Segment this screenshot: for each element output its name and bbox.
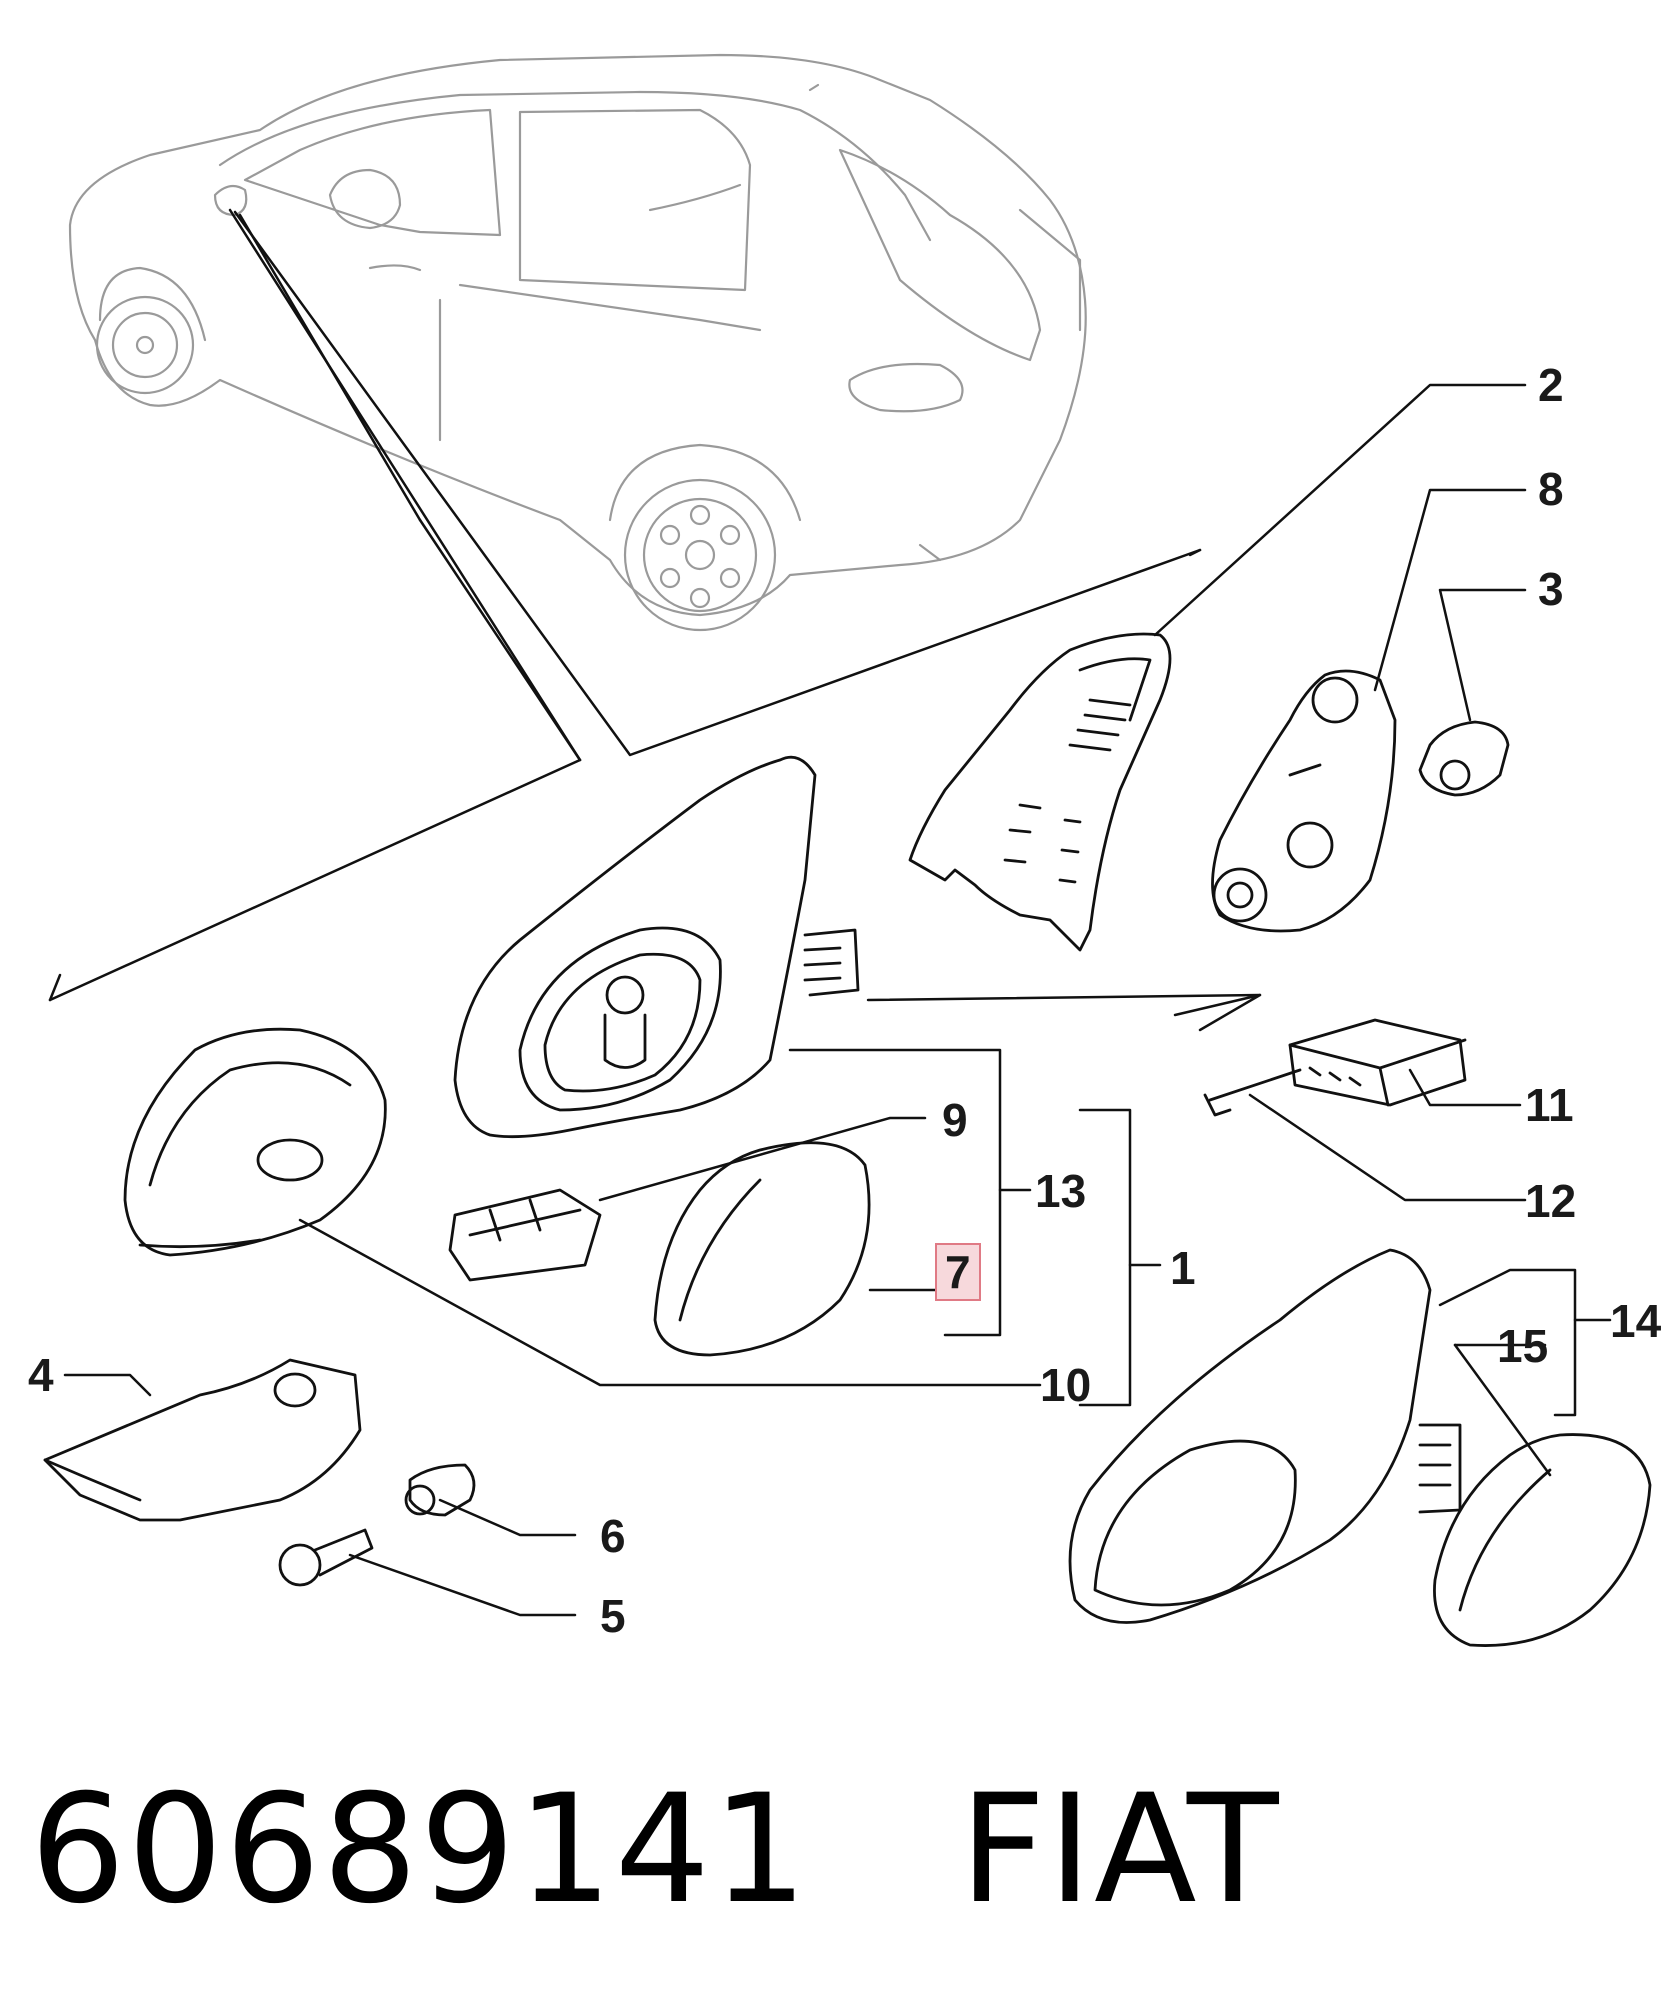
part-12-terminal	[1203, 1068, 1302, 1117]
callout-12: 12	[1525, 1175, 1577, 1227]
callout-10: 10	[1040, 1359, 1092, 1411]
footer: 60689141 FIAT	[30, 1765, 1650, 1935]
callout-8: 8	[1538, 463, 1564, 515]
part-9-connector	[448, 1188, 602, 1282]
part-11-plug	[1288, 1018, 1467, 1107]
part-number: 60689141	[30, 1763, 810, 1937]
leader-lines	[48, 208, 1612, 1617]
mirror-housing	[453, 755, 860, 1139]
part-8-actuator	[1211, 669, 1397, 933]
exploded-parts-diagram	[43, 53, 1652, 1647]
callout-5: 5	[600, 1590, 626, 1642]
callout-2: 2	[1538, 359, 1564, 411]
part-2-cover	[908, 632, 1172, 952]
part-3-sleeve	[1418, 720, 1510, 797]
callout-11: 11	[1525, 1079, 1574, 1131]
car-illustration	[68, 53, 1087, 632]
part-7-mirror-glass	[653, 1141, 871, 1357]
callout-6: 6	[600, 1510, 626, 1562]
callout-14: 14	[1610, 1295, 1662, 1347]
part-14-mirror-assembly	[1068, 1248, 1462, 1624]
callout-3: 3	[1538, 563, 1564, 615]
callout-13: 13	[1035, 1165, 1087, 1217]
part-5-screw	[278, 1528, 374, 1587]
callout-15: 15	[1497, 1320, 1549, 1372]
part-10-back-cover	[123, 1027, 387, 1257]
callout-1: 1	[1170, 1242, 1196, 1294]
part-6-nut	[404, 1463, 476, 1517]
callout-4: 4	[28, 1349, 54, 1401]
callout-7-highlighted: 7	[935, 1243, 981, 1301]
part-4-base	[43, 1358, 362, 1522]
part-15-glass	[1433, 1433, 1652, 1647]
callout-9: 9	[942, 1094, 968, 1146]
brand-name: FIAT	[959, 1763, 1281, 1937]
